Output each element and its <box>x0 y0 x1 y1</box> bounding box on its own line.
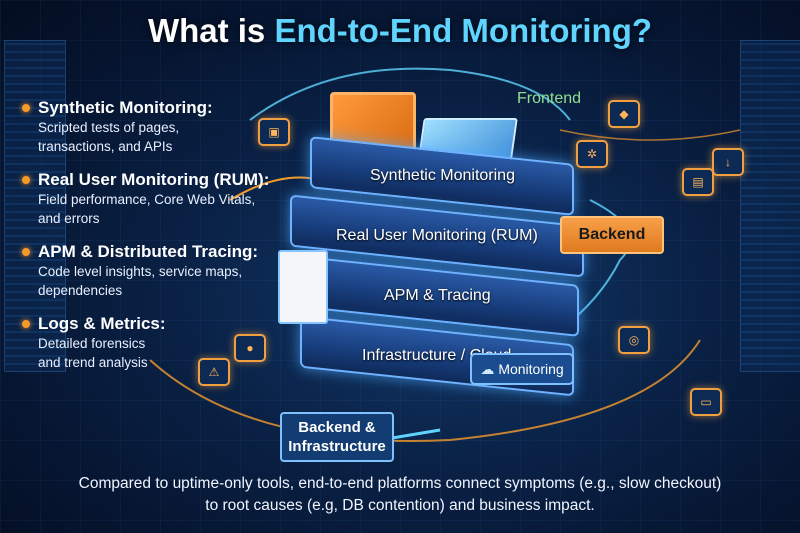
backend-label: Backend <box>560 216 664 254</box>
server-icon: ▭ <box>690 388 722 416</box>
gear-icon: ✲ <box>576 140 608 168</box>
chart-icon: ▤ <box>682 168 714 196</box>
list-item-desc: Field performance, Core Web Vitals, <box>38 192 256 207</box>
list-item-heading: APM & Distributed Tracing: <box>38 242 259 261</box>
list-item-desc: transactions, and APIs <box>38 139 173 154</box>
backend-infrastructure-label: Backend &Infrastructure <box>280 412 394 462</box>
list-item-desc: and errors <box>38 211 100 226</box>
warning-icon: ⚠ <box>198 358 230 386</box>
list-item-desc: Detailed forensics <box>38 336 146 351</box>
list-item-desc: dependencies <box>38 283 123 298</box>
node-icon: ● <box>234 334 266 362</box>
feature-list: Synthetic Monitoring: Scripted tests of … <box>22 98 272 386</box>
list-item-apm: APM & Distributed Tracing: Code level in… <box>22 242 272 300</box>
bullet-icon <box>22 104 30 112</box>
list-item-logs: Logs & Metrics: Detailed forensics and t… <box>22 314 272 372</box>
analytics-icon: ◎ <box>618 326 650 354</box>
network-icon: ◆ <box>608 100 640 128</box>
list-item-heading: Real User Monitoring (RUM): <box>38 170 270 189</box>
server-rack-left <box>4 40 66 372</box>
page-title: What is End-to-End Monitoring? <box>147 12 653 49</box>
metrics-card-icon <box>278 250 328 324</box>
bullet-icon <box>22 320 30 328</box>
list-item-heading: Logs & Metrics: <box>38 314 166 333</box>
cloud-icon: ☁ <box>480 360 495 377</box>
bullet-icon <box>22 248 30 256</box>
caption: Compared to uptime-only tools, end-to-en… <box>78 475 722 514</box>
list-item-desc: and trend analysis <box>38 355 148 370</box>
lock-icon: ▣ <box>258 118 290 146</box>
download-icon: ↓ <box>712 148 744 176</box>
list-item-desc: Scripted tests of pages, <box>38 120 180 135</box>
bullet-icon <box>22 176 30 184</box>
monitoring-badge: ☁ Monitoring <box>470 353 574 385</box>
list-item-synthetic: Synthetic Monitoring: Scripted tests of … <box>22 98 272 156</box>
list-item-rum: Real User Monitoring (RUM): Field perfor… <box>22 170 272 228</box>
list-item-heading: Synthetic Monitoring: <box>38 98 213 117</box>
list-item-desc: Code level insights, service maps, <box>38 264 243 279</box>
server-rack-right <box>740 40 800 372</box>
frontend-label: Frontend <box>517 90 582 107</box>
